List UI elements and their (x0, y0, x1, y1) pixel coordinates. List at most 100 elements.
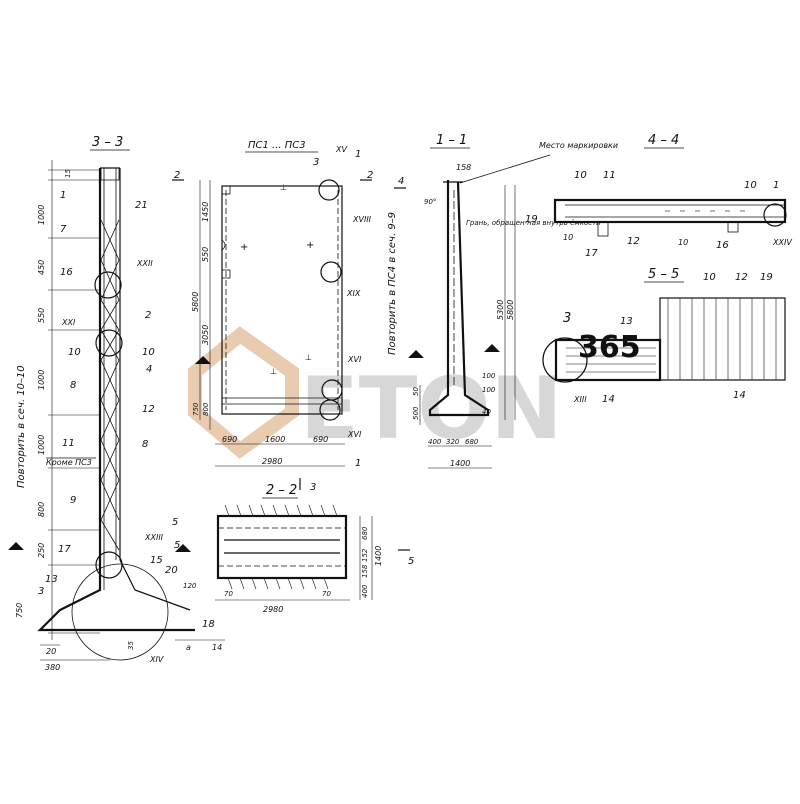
callout-label: 1 (60, 190, 66, 201)
callout-label: XIII (573, 395, 587, 404)
v22-arrow: 5 (408, 556, 414, 567)
callout-label: 19 (525, 214, 538, 225)
v33-dim: 750 (15, 603, 24, 618)
section-mark: 3 (313, 157, 319, 168)
v33-vertical-note: Повторить в сеч. 10–10 (16, 365, 27, 488)
vps-left-dim: 800 (202, 402, 210, 416)
v33-bottom-dim: 35 (127, 641, 135, 650)
v33-krome: Кроме ПС3 (46, 458, 92, 467)
svg-text:⊥: ⊥ (280, 183, 287, 192)
v11-vertical-note: Повторить в ПС4 в сеч. 9–9 (387, 212, 398, 355)
v22-title: 2 – 2 (266, 483, 297, 498)
svg-text:⊥: ⊥ (305, 353, 312, 362)
callout-label: 1 (773, 180, 779, 191)
vps-bottom-dim: 1600 (265, 435, 285, 444)
v11-left-dim: 500 (412, 406, 420, 420)
view-2-2: 2 – 2 680 152 1400 158 400 70 70 2980 5 (215, 483, 414, 614)
detail-circle-xiii (542, 337, 588, 383)
detail-circle-xvi (319, 399, 341, 421)
section-mark: 2 (174, 170, 180, 181)
callout-label: 16 (60, 267, 73, 278)
v11-label-mark: Место маркировки (539, 141, 618, 150)
section-mark: 3 (310, 482, 316, 493)
v11-right-dim: 5800 (506, 300, 515, 320)
v33-bottom-dim: a (186, 643, 191, 652)
callout-label: XVI (347, 355, 362, 364)
callout-label: 5 (172, 517, 178, 528)
v33-bottom-dim: 380 (45, 663, 60, 672)
callout-label: XVIII (352, 215, 372, 224)
callout-label: 4 (146, 364, 152, 375)
v11-small-dim: 100 (482, 386, 496, 394)
callout-label: 15 (150, 555, 163, 566)
svg-text:⊥: ⊥ (270, 367, 277, 376)
callout-label: 10 (703, 272, 716, 283)
detail-circle-xv (318, 179, 340, 201)
callout-label: XIV (149, 655, 164, 664)
callout-label: 8 (70, 380, 76, 391)
v33-title: 3 – 3 (92, 135, 123, 150)
callout-label: 10 (744, 180, 757, 191)
level-mark-icon (195, 356, 211, 364)
callout-label: XXIII (144, 533, 164, 542)
callout-label: 19 (760, 272, 773, 283)
v11-title: 1 – 1 (436, 133, 467, 148)
v11-angle: 90° (424, 198, 436, 206)
v33-dim: 1000 (37, 370, 46, 390)
watermark-hex-icon (188, 326, 299, 459)
callout-label: 8 (142, 439, 148, 450)
callout-label: 7 (60, 224, 67, 235)
vps-title: ПС1 ... ПС3 (248, 140, 306, 151)
v11-small-dim: 40 (482, 408, 491, 416)
v33-bottom-dim: 14 (212, 643, 222, 652)
callout-label: XV (335, 145, 347, 154)
callout-label: 13 (45, 574, 58, 585)
section-mark: 1 (355, 458, 361, 469)
v11-bottom-dim: 400 (428, 438, 442, 446)
v22-right-dim: 152 (361, 548, 369, 562)
level-mark-icon (8, 542, 24, 550)
callout-label: 5 (174, 540, 180, 551)
callout-label: XVI (347, 430, 362, 439)
callout-label: XXII (136, 259, 153, 268)
svg-text:+: + (240, 242, 248, 253)
v11-label-face: Грань, обращен-ная внутрь ёмкости (466, 219, 601, 227)
detail-circle-xxi (95, 329, 123, 357)
callout-label: XXI (61, 318, 76, 327)
callout-label: 2 (145, 310, 151, 321)
v11-left-dim: 50 (412, 387, 420, 396)
level-mark-icon (484, 344, 500, 352)
callout-label: 17 (58, 544, 71, 555)
v11-bottom-dim: 320 (446, 438, 460, 446)
vps-bottom-dim: 2980 (262, 457, 282, 466)
v22-bottom-dim: 70 (224, 590, 233, 598)
v11-right-dim: 5300 (496, 300, 505, 320)
v33-bottom-dim: 120 (183, 582, 197, 590)
view-4-4: 4 – 4 10 11 10 1 19 10 12 10 16 17 XXIV (525, 133, 792, 259)
callout-label: 13 (620, 316, 633, 327)
detail-circle-xix (320, 261, 342, 283)
vps-left-dim: 550 (201, 247, 210, 262)
detail-circle-xxiv (763, 203, 787, 227)
view-3-3: 3 – 3 15 1000 450 550 1000 1000 800 (8, 135, 225, 672)
v22-right-dim: 1400 (374, 546, 383, 566)
v33-dim: 550 (37, 308, 46, 323)
callout-label: 10 (142, 347, 155, 358)
v33-bottom-dim: 20 (46, 647, 56, 656)
callout-label: 14 (602, 394, 615, 405)
section-mark: 2 (367, 170, 373, 181)
callout-label: XXIV (772, 238, 792, 247)
callout-label: 10 (563, 233, 573, 242)
vps-left-dim: 3050 (201, 325, 210, 345)
v44-title: 4 – 4 (648, 133, 679, 148)
callout-label: 9 (70, 495, 76, 506)
view-ps: ПС1 ... ПС3 + + ⊥ ⊥ ⊥ 2 2 3 1 1 3 XV XVI… (172, 140, 373, 493)
v11-small-dim: 100 (482, 372, 496, 380)
callout-label: 18 (202, 619, 215, 630)
callout-label: 10 (68, 347, 81, 358)
v33-dim-15: 15 (64, 169, 72, 178)
callout-label: 16 (716, 240, 729, 251)
vps-left-dim: 1450 (201, 202, 210, 222)
v33-callouts: 1 21 7 16 XXII XXI 2 10 10 4 8 12 11 8 9… (38, 190, 215, 664)
